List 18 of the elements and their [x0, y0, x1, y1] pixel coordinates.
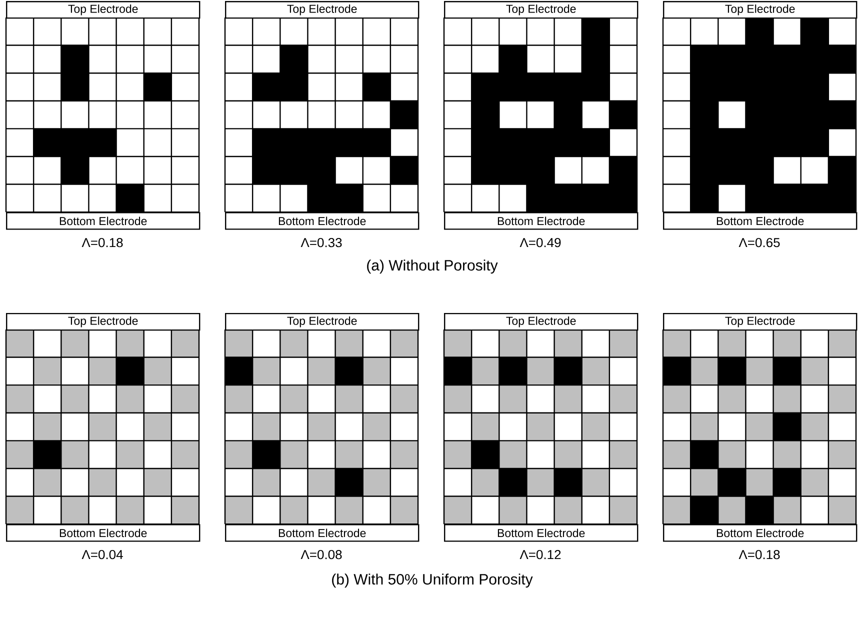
caption: (a) Without Porosity — [367, 260, 498, 274]
electrode-bar: Top Electrode — [663, 312, 858, 331]
electrode-bar: Bottom Electrode — [6, 212, 200, 230]
electrode-bar: Top Electrode — [6, 1, 200, 19]
electrode-bar: Top Electrode — [225, 312, 420, 331]
electrode-bar: Bottom Electrode — [663, 524, 858, 542]
electrode-bar: Top Electrode — [444, 1, 638, 19]
electrode-bar: Bottom Electrode — [444, 212, 638, 230]
electrode-bar: Top Electrode — [444, 312, 638, 331]
electrode-bar: Top Electrode — [6, 312, 200, 331]
electrode-bar: Bottom Electrode — [225, 524, 420, 542]
electrode-bar: Bottom Electrode — [444, 524, 638, 542]
electrode-bar: Bottom Electrode — [6, 524, 200, 542]
caption: (b) With 50% Uniform Porosity — [332, 574, 533, 588]
electrode-bar: Top Electrode — [225, 1, 420, 19]
electrode-bar: Bottom Electrode — [225, 212, 420, 230]
electrode-bar: Bottom Electrode — [663, 212, 858, 230]
electrode-bar: Top Electrode — [663, 1, 858, 19]
